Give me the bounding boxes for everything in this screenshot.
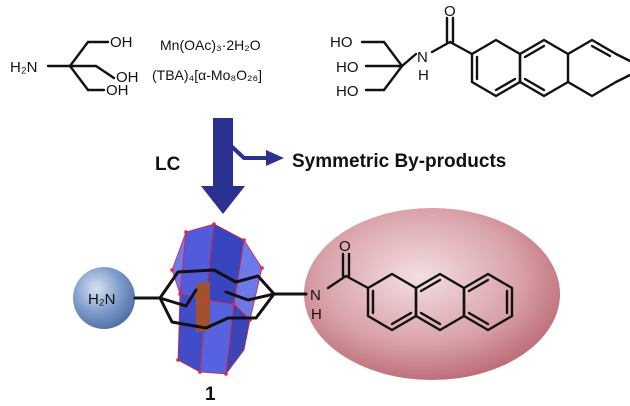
reaction-arrow bbox=[201, 118, 245, 214]
ligand-hydroxyl-label: HO bbox=[330, 34, 353, 51]
manganese-center bbox=[196, 282, 210, 332]
compound-number-label: 1 bbox=[205, 384, 216, 405]
tris-aminol-structure bbox=[46, 40, 116, 92]
product-carbonyl-oxygen: O bbox=[339, 238, 351, 255]
tris-hydroxyl-label: OH bbox=[116, 69, 139, 86]
product-anthracene-structure bbox=[326, 252, 514, 332]
tris-cage-bonds bbox=[133, 268, 308, 330]
tris-amine-label: H₂N bbox=[10, 59, 38, 76]
ligand-hydroxyl-label: HO bbox=[336, 59, 359, 76]
ligand-amide-nitrogen: N bbox=[417, 49, 428, 66]
product-amide-nitrogen: N bbox=[310, 287, 321, 304]
product-amine-label: H₂N bbox=[88, 291, 116, 308]
product-amide-hydrogen: H bbox=[311, 306, 322, 323]
tris-hydroxyl-label: OH bbox=[106, 82, 129, 99]
ligand-hydroxyl-label: HO bbox=[336, 83, 359, 100]
byproduct-arrow bbox=[227, 142, 284, 166]
manganese-acetate-label: Mn(OAc)₃·2H₂O bbox=[160, 37, 261, 53]
polyoxometalate-cluster bbox=[170, 222, 264, 376]
ligand-carbonyl-oxygen: O bbox=[444, 3, 456, 20]
anthracene-ligand-structure bbox=[360, 16, 630, 98]
tris-hydroxyl-label: OH bbox=[110, 34, 133, 51]
anthracene-highlight-ellipse bbox=[304, 208, 560, 380]
byproduct-label: Symmetric By-products bbox=[292, 151, 506, 172]
octamolybdate-label: (TBA)₄[α-Mo₈O₂₆] bbox=[152, 67, 262, 83]
reaction-condition-label: LC bbox=[155, 154, 181, 175]
ligand-amide-hydrogen: H bbox=[418, 67, 429, 84]
amine-sphere bbox=[73, 267, 135, 329]
